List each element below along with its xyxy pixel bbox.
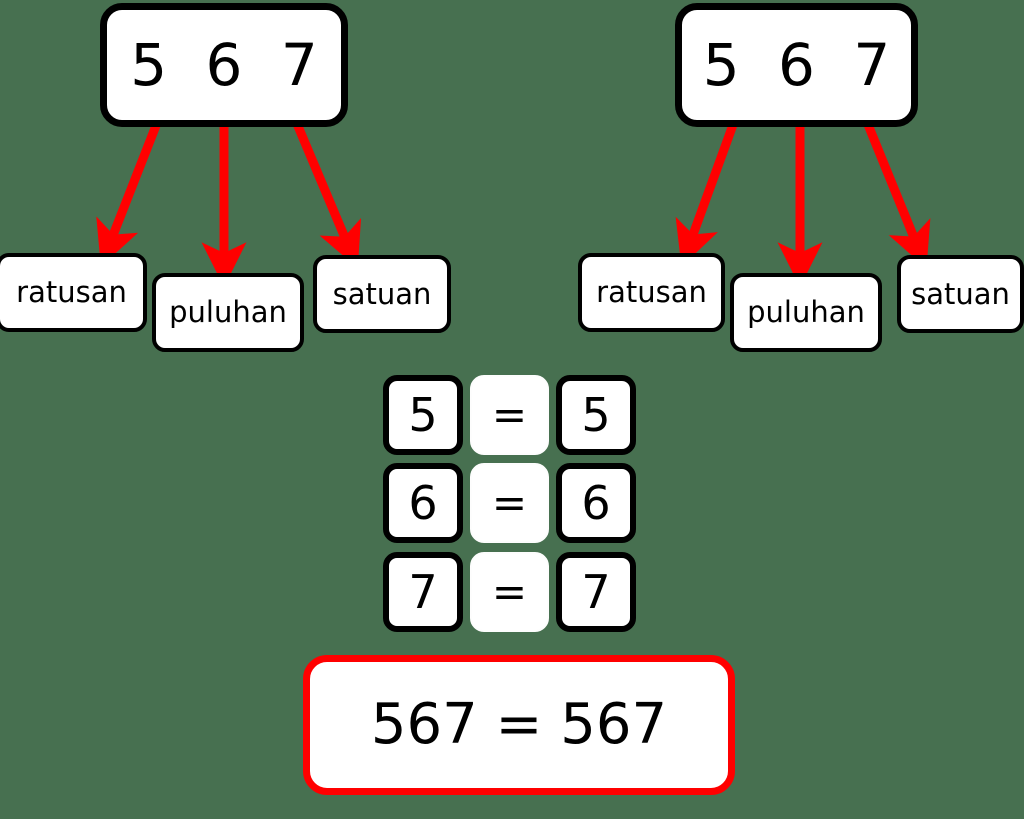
compare-row-1-operator: =: [470, 463, 549, 543]
compare-row-0-left: 5: [383, 375, 463, 455]
compare-row-0-operator: =: [470, 375, 549, 455]
compare-row-1-left: 6: [383, 463, 463, 543]
compare-row-2-right: 7: [556, 552, 636, 632]
right-place-puluhan: puluhan: [730, 273, 882, 352]
left-place-puluhan: puluhan: [152, 273, 304, 352]
compare-row-1-right: 6: [556, 463, 636, 543]
right-place-satuan: satuan: [897, 255, 1024, 333]
compare-row-2-left: 7: [383, 552, 463, 632]
compare-row-2-operator: =: [470, 552, 549, 632]
left-number-box: 5 6 7: [100, 3, 348, 127]
right-place-ratusan: ratusan: [578, 253, 725, 332]
conclusion-box: 567 = 567: [303, 655, 735, 795]
right-number-box: 5 6 7: [675, 3, 918, 127]
left-place-ratusan: ratusan: [0, 253, 147, 332]
left-place-satuan: satuan: [313, 255, 451, 333]
compare-row-0-right: 5: [556, 375, 636, 455]
